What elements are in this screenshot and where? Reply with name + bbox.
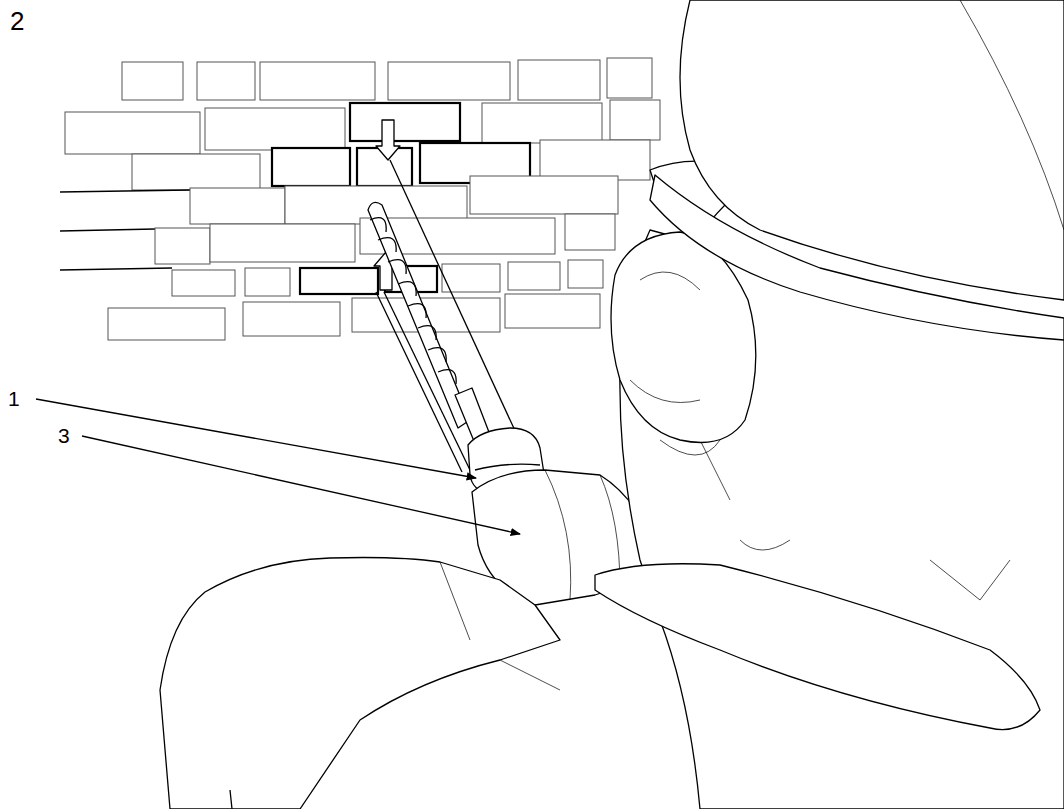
operator-shoulder <box>160 558 560 809</box>
brick-wall <box>272 148 350 186</box>
drill-bit <box>368 202 492 446</box>
brick-wall <box>155 228 210 264</box>
brick-wall <box>65 112 200 154</box>
brick-wall <box>60 268 172 270</box>
brick-wall <box>60 190 190 192</box>
brick-wall <box>132 154 260 190</box>
brick-wall <box>172 270 235 296</box>
brick-wall <box>568 260 603 288</box>
brick-wall <box>505 294 600 328</box>
brick-wall <box>610 100 660 140</box>
brick-wall <box>60 58 660 340</box>
leader-line <box>82 436 520 534</box>
leader-line <box>36 399 520 534</box>
brick-wall <box>300 268 378 294</box>
safety-helmet <box>650 175 1064 340</box>
safety-helmet <box>650 0 1064 340</box>
leader-line <box>36 399 476 478</box>
callout-number: 3 <box>58 425 70 446</box>
ear-protector <box>630 272 700 403</box>
movement-arrow <box>374 120 523 472</box>
brick-wall <box>210 224 355 262</box>
figure-number: 2 <box>10 8 24 34</box>
brick-wall <box>197 62 255 100</box>
neck-collar <box>595 564 1040 730</box>
operator-shoulder <box>230 790 232 809</box>
brick-wall <box>482 103 602 143</box>
brick-wall <box>565 214 615 250</box>
brick-wall <box>245 268 290 296</box>
brick-wall <box>518 60 600 100</box>
movement-arrow <box>376 120 400 160</box>
brick-wall <box>607 58 652 98</box>
safety-helmet <box>960 0 1064 230</box>
neck-collar <box>595 564 1040 730</box>
brick-wall <box>60 229 155 231</box>
brick-wall <box>108 308 225 340</box>
brick-wall <box>508 262 560 290</box>
operator-shoulder <box>440 562 560 690</box>
operator-shoulder <box>160 558 560 809</box>
drill-chuck <box>475 464 540 470</box>
brick-wall <box>205 108 345 150</box>
callout-number: 1 <box>8 388 20 409</box>
brick-wall <box>540 140 650 180</box>
drill-bit <box>370 218 456 384</box>
brick-wall <box>442 264 500 292</box>
drill-bit <box>368 202 470 428</box>
brick-wall <box>470 176 618 214</box>
brick-wall <box>122 62 183 100</box>
brick-wall <box>350 103 460 141</box>
brick-wall <box>243 302 340 336</box>
brick-wall <box>388 62 510 100</box>
brick-wall <box>260 62 375 100</box>
brick-wall <box>190 188 285 224</box>
